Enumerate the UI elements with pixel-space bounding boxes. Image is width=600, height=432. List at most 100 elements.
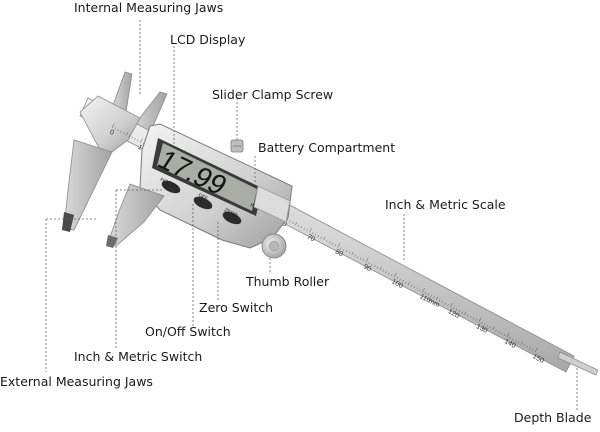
scale-tick	[289, 220, 291, 223]
thumb-roller[interactable]	[261, 233, 287, 259]
scale-tick	[142, 142, 145, 145]
scale-tick	[469, 315, 472, 318]
scale-tick	[506, 332, 510, 338]
scale-tick	[422, 287, 425, 293]
scale-tick	[357, 256, 359, 259]
scale-tick-label: 10	[136, 144, 146, 154]
label-lcd-display: LCD Display	[170, 32, 246, 47]
scale-tick	[326, 239, 328, 242]
leader-lines	[45, 20, 578, 410]
scale-tick	[526, 345, 528, 348]
scale-tick	[120, 130, 122, 133]
scale-tick	[128, 135, 131, 138]
scale-tick	[486, 324, 489, 327]
scale-tick	[515, 339, 517, 342]
scale-tick	[379, 266, 382, 271]
scale-tick	[396, 277, 398, 280]
scale-tick	[134, 138, 136, 141]
scale-tick	[343, 248, 345, 251]
scale-tick	[354, 254, 356, 257]
scale-tick	[503, 333, 506, 336]
scale-tick	[323, 236, 326, 241]
scale-tick	[125, 132, 128, 136]
scale-tick	[475, 318, 477, 321]
scale-tick	[413, 286, 415, 289]
scale-tick	[509, 336, 511, 339]
scale-tick-label: 80	[334, 248, 344, 258]
on-off-button[interactable]: OFF	[192, 192, 214, 211]
label-internal-jaws: Internal Measuring Jaws	[74, 0, 224, 15]
scale-tick	[340, 247, 342, 250]
scale-tick	[498, 330, 500, 333]
scale-tick	[140, 138, 143, 144]
scale-tick	[464, 311, 467, 315]
scale-ticks: 0102030405060708090100110120130140150	[108, 123, 545, 365]
scale-tick-label: 90	[362, 263, 372, 273]
scale-tick	[345, 250, 348, 253]
scale-tick	[512, 338, 514, 341]
scale-tick-label: 0	[108, 129, 115, 137]
label-inch-metric-switch: Inch & Metric Switch	[74, 349, 203, 364]
scale-tick	[117, 129, 119, 132]
scale-tick	[436, 296, 439, 301]
scale-tick	[458, 310, 460, 312]
scale-tick-label: 100	[390, 278, 404, 290]
lcd-screen	[157, 143, 257, 211]
scale-tick	[295, 221, 298, 226]
scale-tick	[430, 295, 432, 298]
scale-tick-label: 120	[447, 308, 461, 320]
scale-tick	[441, 301, 444, 304]
scale-tick	[123, 132, 125, 135]
scale-tick	[438, 299, 441, 302]
scale-tick	[331, 242, 334, 245]
scale-tick	[376, 266, 379, 269]
scale-tick	[137, 139, 139, 142]
scale-tick	[328, 241, 331, 244]
scale-tick	[455, 308, 458, 311]
scale-tick	[385, 271, 387, 274]
scale-tick	[371, 263, 373, 266]
label-thumb-roller: Thumb Roller	[246, 274, 330, 289]
scale-tick-label: 150	[531, 353, 545, 365]
scale-tick-label: 130	[475, 323, 489, 335]
scale-tick	[416, 287, 418, 290]
scale-tick	[402, 280, 404, 283]
scale-tick	[405, 281, 407, 284]
label-onoff-switch: On/Off Switch	[145, 324, 231, 339]
scale-tick-label: 110	[418, 293, 431, 304]
scale-tick	[529, 347, 531, 350]
zero-button-label: ZERO	[223, 207, 238, 218]
zero-button[interactable]: ZERO	[221, 207, 243, 226]
scale-tick	[407, 281, 410, 286]
scale-tick	[365, 258, 369, 263]
scale-tick	[337, 243, 341, 248]
scale-tick	[495, 329, 497, 332]
label-battery: Battery Compartment	[258, 140, 396, 155]
scale-tick	[520, 341, 523, 345]
scale-tick	[447, 304, 449, 307]
scale-tick	[388, 272, 390, 275]
scale-tick	[433, 296, 435, 299]
scale-tick	[292, 221, 294, 224]
scale-tick	[317, 235, 319, 238]
scale-tick	[362, 259, 365, 262]
on-off-button-label: OFF	[197, 192, 209, 202]
label-external-jaws: External Measuring Jaws	[0, 374, 153, 389]
scale-tick	[111, 123, 115, 129]
scale-tick	[424, 292, 427, 295]
scale-tick	[374, 265, 376, 268]
fixed-head	[79, 95, 141, 153]
scale-unit-label: mm	[427, 298, 441, 310]
scale-tick	[309, 228, 312, 233]
scale-tick	[303, 227, 305, 230]
scale-tick	[351, 251, 354, 256]
scale-tick	[359, 257, 362, 260]
scale-tick	[523, 344, 525, 347]
scale-tick	[312, 232, 314, 235]
scale-tick	[306, 229, 308, 232]
slider-clamp-screw[interactable]	[230, 139, 244, 153]
scale-tick	[484, 323, 486, 326]
scale-tick	[368, 262, 370, 265]
label-zero-switch: Zero Switch	[199, 300, 274, 315]
